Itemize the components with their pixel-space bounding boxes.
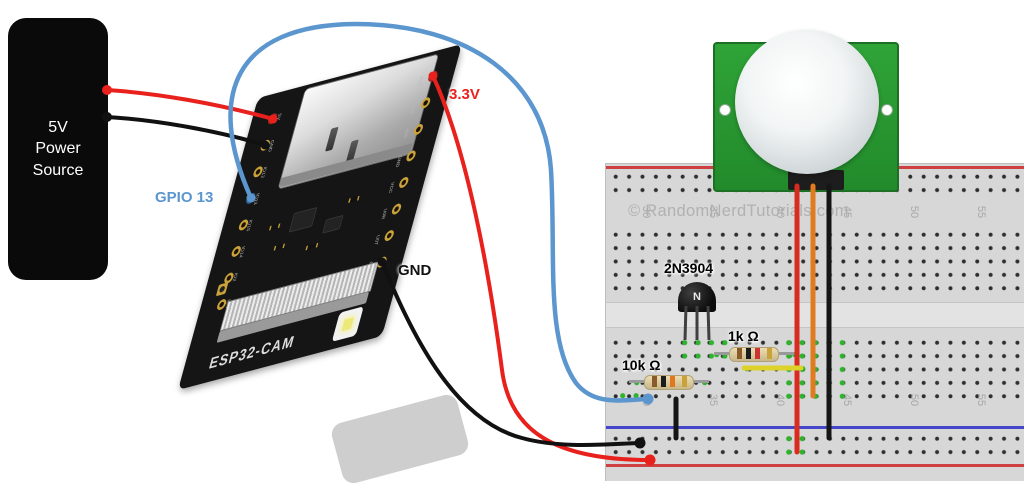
power-source-label: 5V Power Source [32,118,84,179]
microsd-slot-notch [325,126,339,152]
connection-dot-jumper-right [796,362,810,376]
column-number: 55 [975,393,988,407]
pin-label: IO2 [231,272,238,283]
column-number: 50 [908,393,921,407]
resistor-band-black [746,348,751,359]
breadboard: 30 35 40 45 50 55 30 35 40 45 50 55 © Ra… [605,163,1024,481]
column-number: 45 [841,393,854,407]
smd-passive [305,242,319,251]
pir-mount-hole [881,104,893,116]
pin-vcc [397,176,410,189]
resistor-band-red [755,348,760,359]
column-number: 40 [774,393,787,407]
resistor-10k-body [644,375,694,390]
esp32-cam-board: 5V GND IO12 IO13 IO15 IO14 IO2 IO4 3V3 I… [178,43,463,390]
smd-passive [348,195,360,203]
pin-label: 5V [275,113,282,121]
wire-gnd-black [105,115,267,147]
transistor-label: 2N3904 [664,260,714,276]
connection-dots-pir-columns [782,336,850,402]
3v3-annotation: 3.3V [449,86,480,103]
wire-5v-red [105,88,275,121]
pin-label: U0R [380,208,388,220]
column-number: 30 [640,393,653,407]
pir-fresnel-dome [735,30,879,174]
pir-motion-sensor [713,30,899,192]
grid-holes-upper [609,228,1022,294]
gpio13-annotation: GPIO 13 [155,189,214,206]
gnd-annotation: GND [398,262,432,279]
power-source: 5V Power Source [8,18,108,280]
resistor-10k-label: 10k Ω [622,357,661,373]
bottom-positive-rail-line [606,464,1024,467]
microsd-slot [277,53,440,190]
connection-dot-r10k-right [698,376,712,390]
board-shadow [329,392,471,486]
resistor-1k-label: 1k Ω [728,328,759,344]
resistor-band-brown [652,376,657,387]
antenna-connector [215,282,229,297]
flash-led-die [341,317,355,332]
resistor-band-gold [682,376,687,387]
connection-dots-bottom-rail [782,432,810,460]
smd-passive [269,223,281,231]
bottom-negative-rail-line [606,426,1024,429]
pin-label: VCC [387,181,395,195]
transistor-marking: N [693,291,701,303]
connection-dot-jumper-left [740,362,754,376]
smd-chip [322,214,344,234]
resistor-band-brown [737,348,742,359]
smd-passive [273,243,286,251]
resistor-band-black [661,376,666,387]
connection-dot-r1k-left [710,348,724,362]
flash-led [331,306,364,342]
column-number: 55 [975,205,988,219]
smd-chip [288,207,318,233]
bottom-rail-holes [609,432,1022,460]
watermark: © RandomNerdTutorials.com [628,202,849,220]
pin-u0r [390,202,403,216]
pin-u0t [383,229,396,243]
resistor-band-gold [767,348,772,359]
connection-dot-r10k-left [630,376,644,390]
transistor-2n3904-body: N [678,282,716,312]
resistor-band-orange [670,376,675,387]
connection-dot-r1k-right [788,348,802,362]
pir-mount-hole [719,104,731,116]
breadboard-center-channel [606,302,1024,328]
pin-label: U0T [372,234,381,246]
column-number: 50 [908,205,921,219]
column-number: 35 [707,393,720,407]
resistor-1k-body [729,347,779,362]
